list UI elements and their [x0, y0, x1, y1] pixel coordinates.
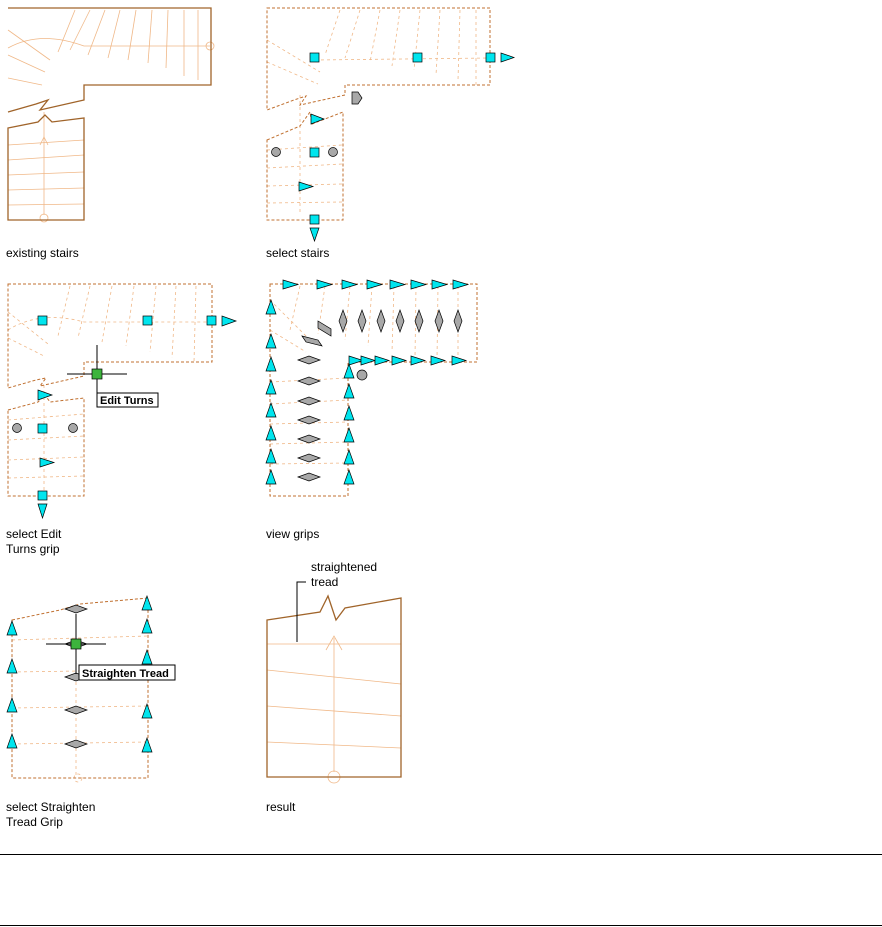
caption-select-straighten: select Straighten Tread Grip: [6, 800, 96, 829]
bottom-rule: [0, 925, 882, 926]
caption-existing-stairs: existing stairs: [6, 246, 79, 260]
caption-select-edit-turns: select Edit Turns grip: [6, 527, 62, 556]
existing-stairs-drawing: [7, 7, 215, 223]
straighten-tread-drawing: [6, 594, 153, 783]
edit-turns-drawing: [7, 283, 238, 520]
edit-turns-tooltip-text: Edit Turns: [100, 395, 154, 407]
annotation-straightened-tread: straightened tread: [311, 560, 378, 589]
caption-select-stairs: select stairs: [266, 246, 330, 260]
caption-view-grips: view grips: [266, 527, 320, 541]
straighten-tread-tooltip-text: Straighten Tread: [82, 668, 169, 680]
view-grips-drawing: [265, 279, 478, 497]
caption-result: result: [266, 800, 296, 814]
select-stairs-drawing: [266, 7, 516, 243]
straighten-tread-tooltip: Straighten Tread: [78, 664, 176, 681]
top-rule: [0, 854, 882, 855]
edit-turns-tooltip: Edit Turns: [96, 392, 159, 408]
result-drawing: [266, 581, 402, 784]
